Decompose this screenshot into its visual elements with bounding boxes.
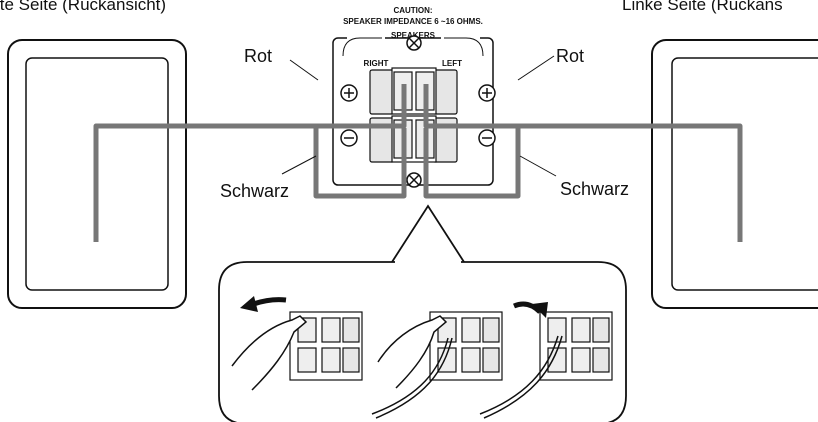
hand-1: [231, 315, 308, 391]
label-black-left: Schwarz: [220, 181, 289, 201]
wire-3: [479, 335, 559, 415]
minus-icon-left: [478, 129, 496, 147]
terminal-panel: SPEAKERS RIGHT LEFT: [332, 31, 496, 188]
terminal-clip-2: [429, 311, 503, 381]
speaker-wires: [93, 84, 743, 242]
callout-pointer: [391, 204, 465, 263]
heading-left: ite Seite (Rückansicht): [0, 0, 166, 14]
label-black-right: Schwarz: [560, 179, 629, 199]
right-label: RIGHT: [364, 59, 389, 68]
wire-2: [371, 337, 449, 415]
heading-right: Linke Seite (Rückans: [622, 0, 783, 14]
caution-text: SPEAKER IMPEDANCE 6 ~16 OHMS.: [343, 17, 483, 26]
label-red-right: Rot: [556, 46, 584, 66]
plus-icon-right: [340, 84, 358, 102]
caution-title: CAUTION:: [393, 6, 432, 15]
screw-icon-top: [406, 35, 422, 51]
hand-2: [377, 315, 448, 389]
minus-icon-right: [340, 129, 358, 147]
plus-icon-left: [478, 84, 496, 102]
wiring-detail-callout: [218, 261, 627, 422]
left-label: LEFT: [442, 59, 462, 68]
label-red-left: Rot: [244, 46, 272, 66]
screw-icon-bottom: [406, 172, 422, 188]
arrow-icon-release: [513, 301, 542, 314]
right-speaker: [651, 39, 818, 309]
terminal-clip-3: [539, 311, 613, 381]
